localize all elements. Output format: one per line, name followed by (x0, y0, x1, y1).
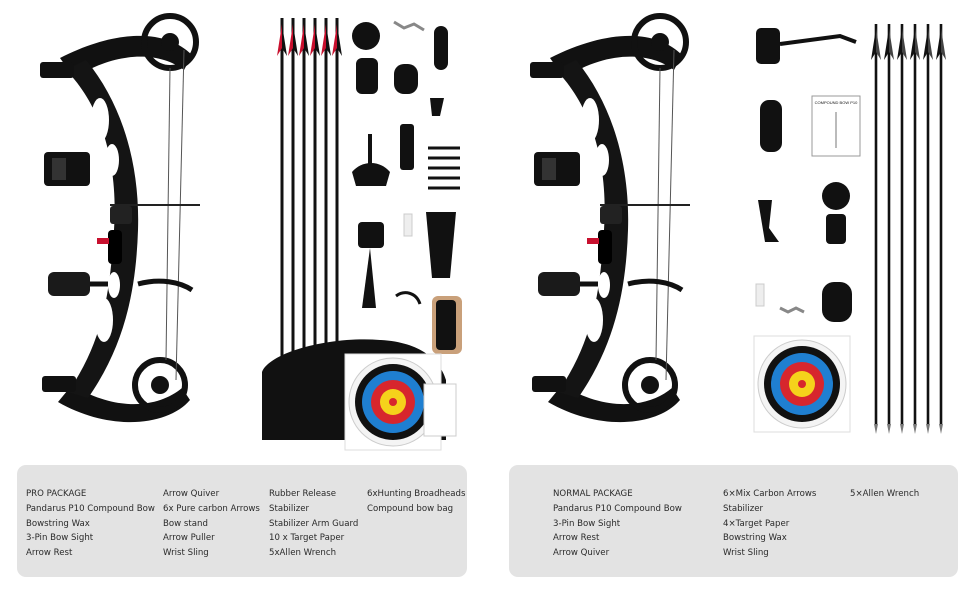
normal-item: Wrist Sling (723, 548, 769, 559)
pro-item: 6x Pure carbon Arrows (163, 503, 260, 514)
normal-item: 4×Target Paper (723, 518, 790, 529)
product-photo: COMPOUND BOW P10 (0, 0, 948, 451)
normal-item: 3-Pin Bow Sight (553, 518, 621, 529)
pro-item: 6xHunting Broadheads (367, 489, 466, 499)
pro-item: 5xAllen Wrench (269, 548, 337, 559)
pro-item: Bow stand (163, 518, 208, 529)
pro-column-1: PRO PACKAGE Pandarus P10 Compound Bow Bo… (26, 487, 155, 561)
pro-item: Rubber Release (269, 489, 337, 499)
normal-item: 5×Allen Wrench (850, 489, 920, 499)
normal-item: Pandarus P10 Compound Bow (553, 503, 682, 514)
pro-item: Arrow Puller (163, 533, 215, 544)
pro-item: Wrist Sling (163, 548, 209, 559)
pro-item: 10 x Target Paper (269, 533, 345, 544)
manual-label: COMPOUND BOW P10 (815, 100, 858, 105)
pro-item: Bowstring Wax (26, 518, 90, 529)
pro-item: 3-Pin Bow Sight (26, 533, 94, 544)
pro-column-3: Rubber Release Stabilizer Stabilizer Arm… (269, 487, 358, 561)
normal-package-title: NORMAL PACKAGE (553, 489, 633, 499)
normal-item: Arrow Quiver (553, 548, 610, 559)
normal-item: Arrow Rest (553, 533, 600, 544)
normal-item: 6×Mix Carbon Arrows (723, 489, 817, 499)
normal-column-3: 5×Allen Wrench (850, 487, 919, 502)
pro-item: Arrow Quiver (163, 489, 220, 499)
pro-item: Compound bow bag (367, 503, 454, 514)
pro-package-title: PRO PACKAGE (26, 489, 87, 499)
pro-item: Stabilizer Arm Guard (269, 518, 359, 529)
normal-item: Bowstring Wax (723, 533, 787, 544)
pro-item: Arrow Rest (26, 548, 73, 559)
pro-item: Stabilizer (269, 503, 310, 514)
pro-column-4: 6xHunting Broadheads Compound bow bag (367, 487, 465, 517)
pro-column-2: Arrow Quiver 6x Pure carbon Arrows Bow s… (163, 487, 260, 561)
normal-package-panel: NORMAL PACKAGE Pandarus P10 Compound Bow… (509, 465, 958, 577)
normal-column-1: NORMAL PACKAGE Pandarus P10 Compound Bow… (553, 487, 682, 561)
normal-column-2: 6×Mix Carbon Arrows Stabilizer 4×Target … (723, 487, 816, 561)
normal-item: Stabilizer (723, 503, 764, 514)
pro-item: Pandarus P10 Compound Bow (26, 503, 155, 514)
pro-package-panel: PRO PACKAGE Pandarus P10 Compound Bow Bo… (17, 465, 467, 577)
